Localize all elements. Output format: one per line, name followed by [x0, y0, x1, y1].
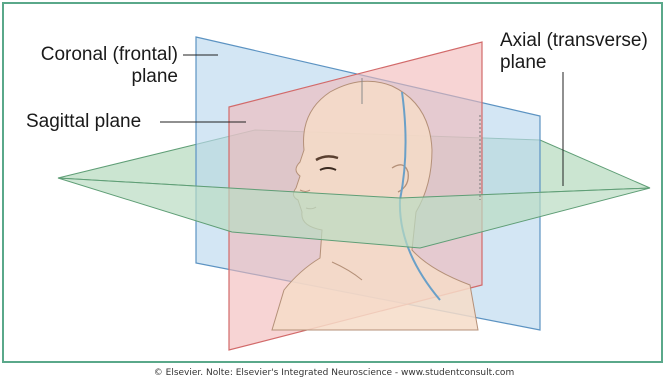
coronal-label-line2: plane: [18, 66, 178, 88]
coronal-label: Coronal (frontal) plane: [18, 44, 178, 88]
sagittal-label: Sagittal plane: [26, 111, 141, 133]
axial-label-line2: plane: [500, 52, 648, 74]
copyright-credit: © Elsevier. Nolte: Elsevier's Integrated…: [0, 368, 668, 378]
sagittal-label-text: Sagittal plane: [26, 111, 141, 133]
coronal-label-line1: Coronal (frontal): [18, 44, 178, 66]
axial-label: Axial (transverse) plane: [500, 30, 648, 74]
axial-label-line1: Axial (transverse): [500, 30, 648, 52]
